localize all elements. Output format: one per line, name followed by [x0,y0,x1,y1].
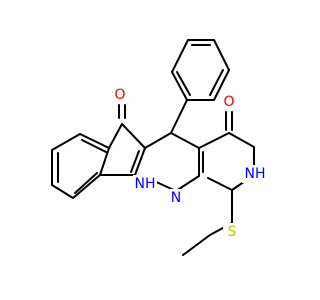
amide-oxygen-label: O [223,94,234,110]
atom-labels: O O NH N NH S [112,86,268,241]
sulfur-label: S [228,224,237,240]
molecule-structure-diagram: O O NH N NH S [0,0,300,300]
ring-nh-label: NH [135,176,156,192]
amide-nh-label: NH [245,166,266,182]
phenyl-attachment-bond [170,99,188,134]
ring-n-label: N [171,190,181,206]
canvas-background [0,0,300,300]
indenone-ring [99,104,146,176]
ketone-oxygen-label: O [114,87,125,103]
phenyl-ring [171,39,230,101]
benzo-ring [51,133,110,199]
